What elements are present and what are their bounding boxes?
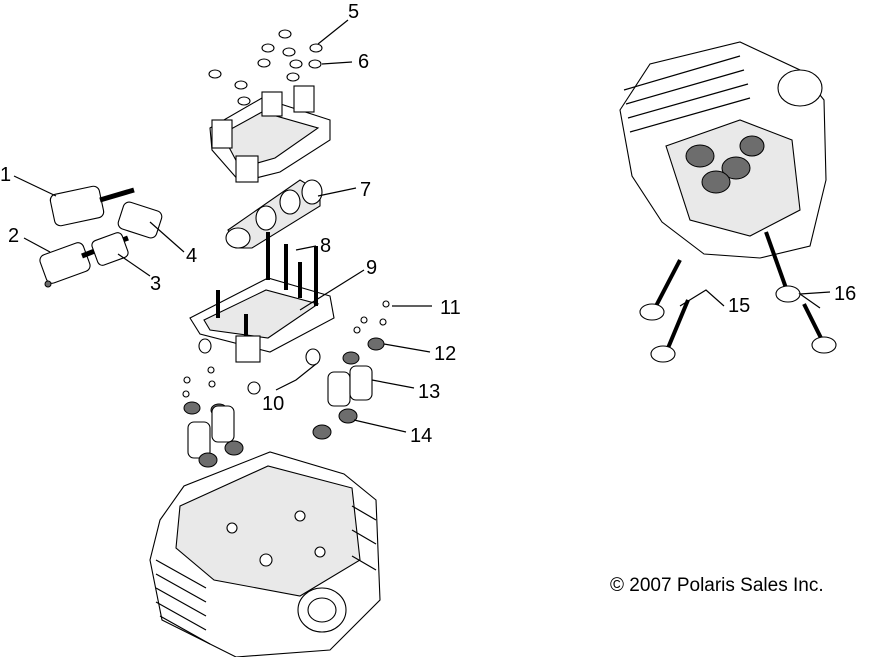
callout-9: 9 bbox=[366, 257, 377, 279]
callout-14: 14 bbox=[410, 425, 432, 447]
cap-nuts-and-washers bbox=[208, 29, 323, 106]
callout-4: 4 bbox=[186, 245, 197, 267]
cylinder-head bbox=[149, 451, 381, 657]
rocker-support bbox=[189, 232, 335, 395]
valve-springs-and-retainers bbox=[182, 300, 390, 468]
callout-10: 10 bbox=[262, 393, 284, 415]
callout-13: 13 bbox=[418, 381, 440, 403]
rocker-arms bbox=[39, 185, 163, 288]
callout-15: 15 bbox=[728, 295, 750, 317]
camshaft bbox=[225, 179, 323, 249]
callout-3: 3 bbox=[150, 273, 161, 295]
callout-labels: 1 2 3 4 5 6 7 8 9 10 11 12 13 14 15 16 bbox=[0, 1, 856, 447]
callout-16: 16 bbox=[834, 283, 856, 305]
valves bbox=[639, 231, 837, 363]
cylinder-head-alt-view bbox=[619, 41, 827, 259]
callout-2: 2 bbox=[8, 225, 19, 247]
callout-5: 5 bbox=[348, 1, 359, 23]
cam-bearing-cap bbox=[209, 85, 331, 183]
callout-11: 11 bbox=[440, 297, 461, 319]
callout-1: 1 bbox=[0, 164, 11, 186]
copyright-notice: © 2007 Polaris Sales Inc. bbox=[610, 575, 824, 596]
callout-8: 8 bbox=[320, 235, 331, 257]
leader-lines bbox=[13, 19, 831, 433]
callout-7: 7 bbox=[360, 179, 371, 201]
callout-12: 12 bbox=[434, 343, 456, 365]
callout-6: 6 bbox=[358, 51, 369, 73]
